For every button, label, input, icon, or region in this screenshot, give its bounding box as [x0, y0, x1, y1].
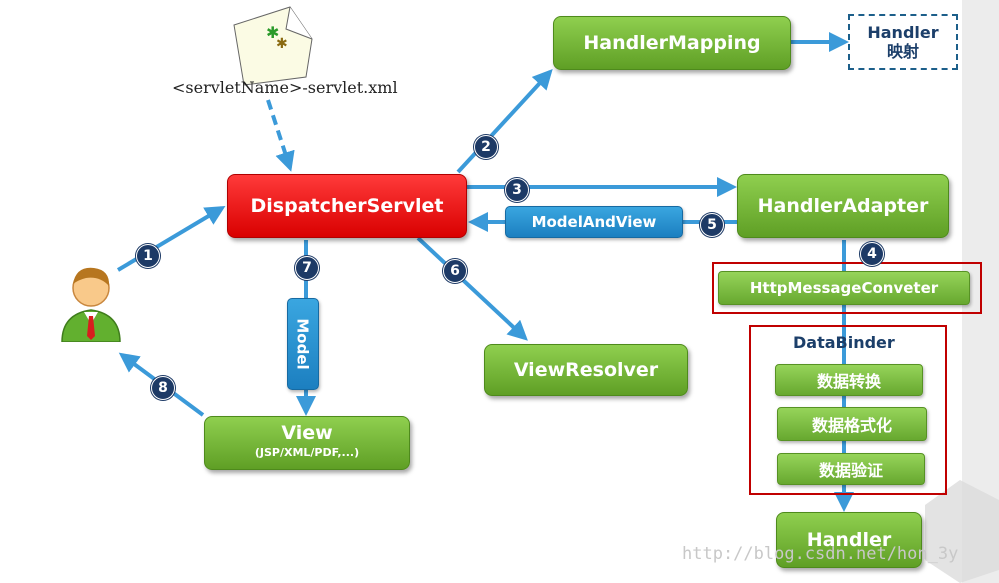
- config-arrow: [266, 99, 295, 172]
- step-8-badge: 8: [151, 376, 175, 400]
- view-subtitle: (JSP/XML/PDF,...): [254, 446, 360, 459]
- view-node: View (JSP/XML/PDF,...): [204, 416, 410, 470]
- handler-mapping-result-line2: 映射: [886, 42, 919, 61]
- user-avatar-icon: [61, 267, 121, 342]
- watermark: http://blog.csdn.net/hon_3y: [682, 544, 959, 564]
- model-node: Model: [287, 298, 319, 390]
- arrow-6: [416, 236, 528, 341]
- data-validation-node: 数据验证: [777, 453, 925, 485]
- handler-mapping-result: Handler 映射: [848, 14, 958, 70]
- decorative-hexagon: [925, 480, 999, 583]
- dispatcher-servlet-node: DispatcherServlet: [227, 174, 467, 238]
- model-label: Model: [294, 318, 313, 370]
- step-2-badge: 2: [474, 135, 498, 159]
- http-message-converter-group: [712, 262, 982, 314]
- handler-node: Handler: [776, 512, 922, 568]
- handler-adapter-node: HandlerAdapter: [737, 174, 949, 238]
- svg-text:✱: ✱: [266, 23, 279, 42]
- xml-file-icon: ✱ ✱: [233, 6, 313, 86]
- svg-text:✱: ✱: [276, 36, 288, 52]
- handler-mapping-result-line1: Handler: [867, 23, 939, 42]
- config-file-label: <servletName>-servlet.xml: [172, 78, 398, 97]
- arrow-2: [456, 69, 553, 174]
- step-1-badge: 1: [136, 244, 160, 268]
- step-3-badge: 3: [505, 178, 529, 202]
- handler-mapping-node: HandlerMapping: [553, 16, 791, 70]
- model-and-view-node: ModelAndView: [505, 206, 683, 238]
- data-binder-label: DataBinder: [793, 333, 895, 352]
- step-5-badge: 5: [700, 213, 724, 237]
- step-4-badge: 4: [860, 242, 884, 266]
- arrow-1: [116, 205, 226, 272]
- data-binder-group: [749, 325, 947, 495]
- data-formatting-node: 数据格式化: [777, 407, 927, 441]
- step-6-badge: 6: [443, 259, 467, 283]
- data-conversion-node: 数据转换: [775, 364, 923, 396]
- http-message-converter-node: HttpMessageConveter: [718, 271, 970, 305]
- view-resolver-node: ViewResolver: [484, 344, 688, 396]
- step-7-badge: 7: [295, 256, 319, 280]
- view-label: View: [281, 422, 333, 444]
